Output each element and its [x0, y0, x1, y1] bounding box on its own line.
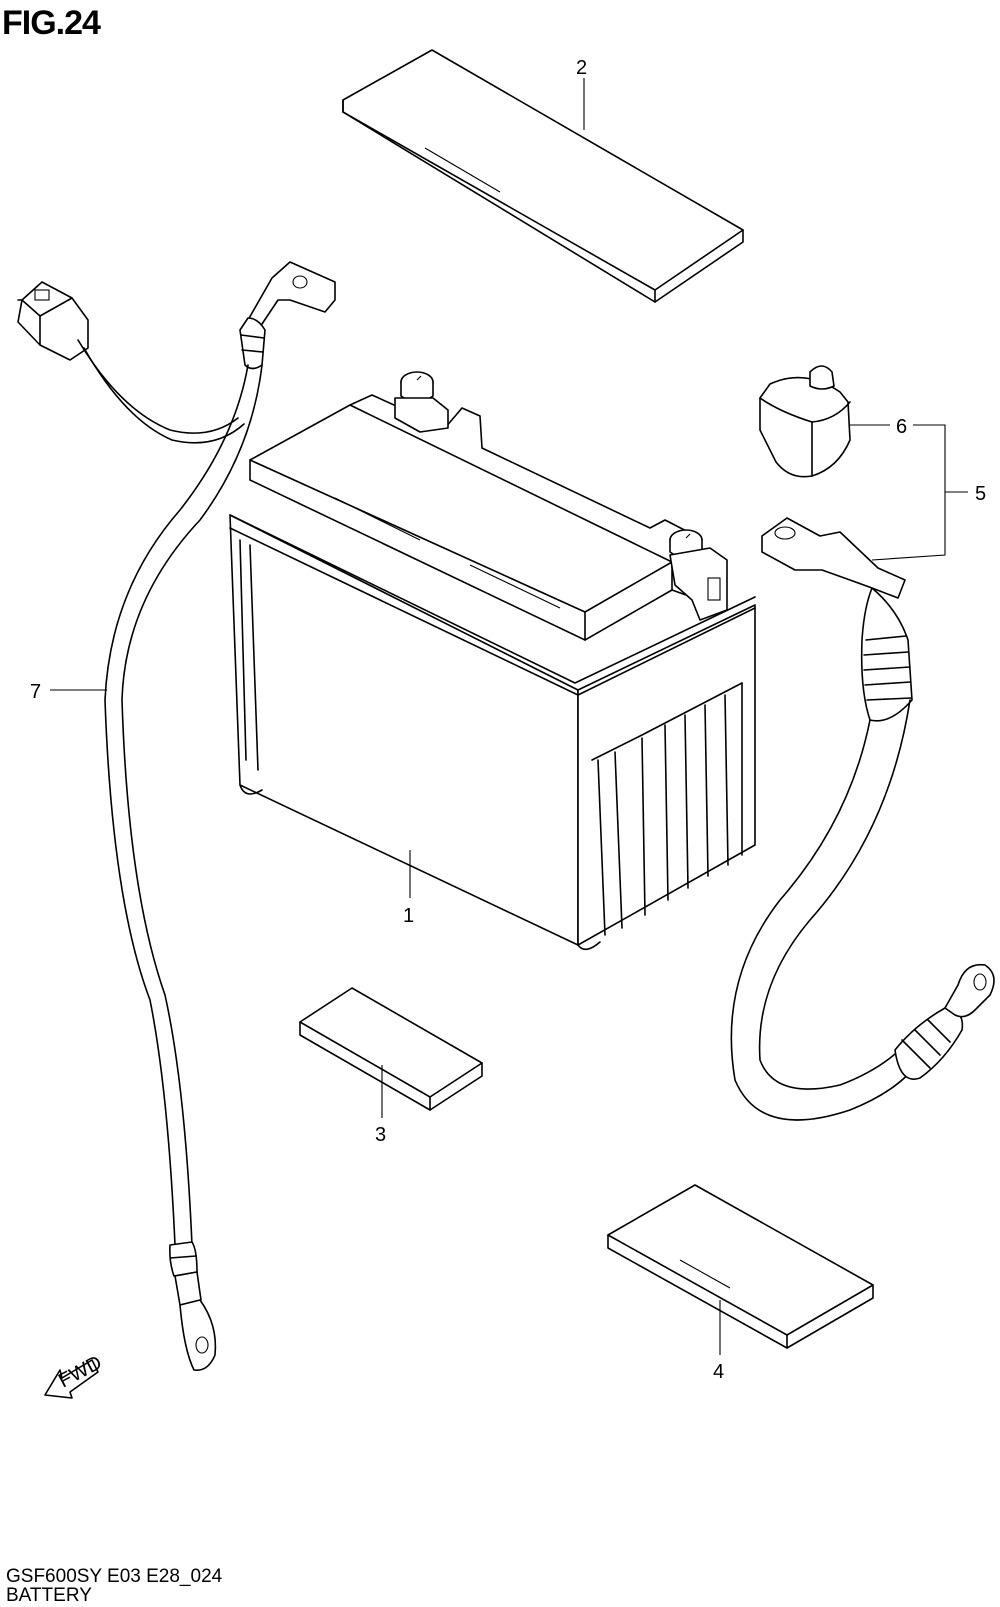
- terminal-cover: [759, 365, 851, 478]
- callout-6: 6: [896, 416, 907, 438]
- fwd-label: FWD: [55, 1352, 106, 1393]
- forward-direction-arrow: FWD: [44, 1352, 106, 1399]
- battery-small-pad: [299, 987, 483, 1111]
- figure-title: FIG.24: [2, 4, 101, 42]
- callout-1: 1: [403, 905, 414, 927]
- callout-4: 4: [713, 1361, 724, 1383]
- callout-5: 5: [975, 483, 986, 505]
- battery-top-pad: [342, 49, 744, 303]
- battery-body: [229, 371, 756, 951]
- model-code: GSF600SY E03 E28_024: [6, 1566, 223, 1587]
- negative-cable: [17, 261, 336, 1372]
- callout-2: 2: [576, 57, 587, 79]
- callout-7: 7: [30, 681, 41, 703]
- leader-lines: [50, 78, 968, 1355]
- positive-cable: [730, 517, 995, 1121]
- callout-3: 3: [375, 1124, 386, 1146]
- section-name: BATTERY: [6, 1585, 92, 1606]
- battery-bottom-pad: [607, 1184, 874, 1349]
